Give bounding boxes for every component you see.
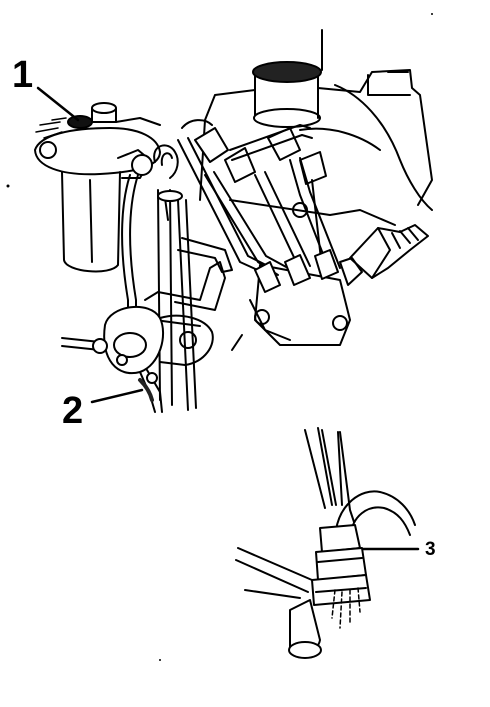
engine-block	[200, 30, 432, 350]
lift-pump	[62, 307, 213, 412]
callout-label-3: 3	[425, 540, 436, 559]
leader-line-1	[38, 88, 78, 120]
callout-label-1: 1	[12, 56, 33, 94]
callout-label-2: 2	[62, 392, 83, 430]
inset-detail	[236, 428, 415, 658]
fuel-filter	[35, 103, 160, 271]
leader-line-2	[92, 390, 142, 402]
